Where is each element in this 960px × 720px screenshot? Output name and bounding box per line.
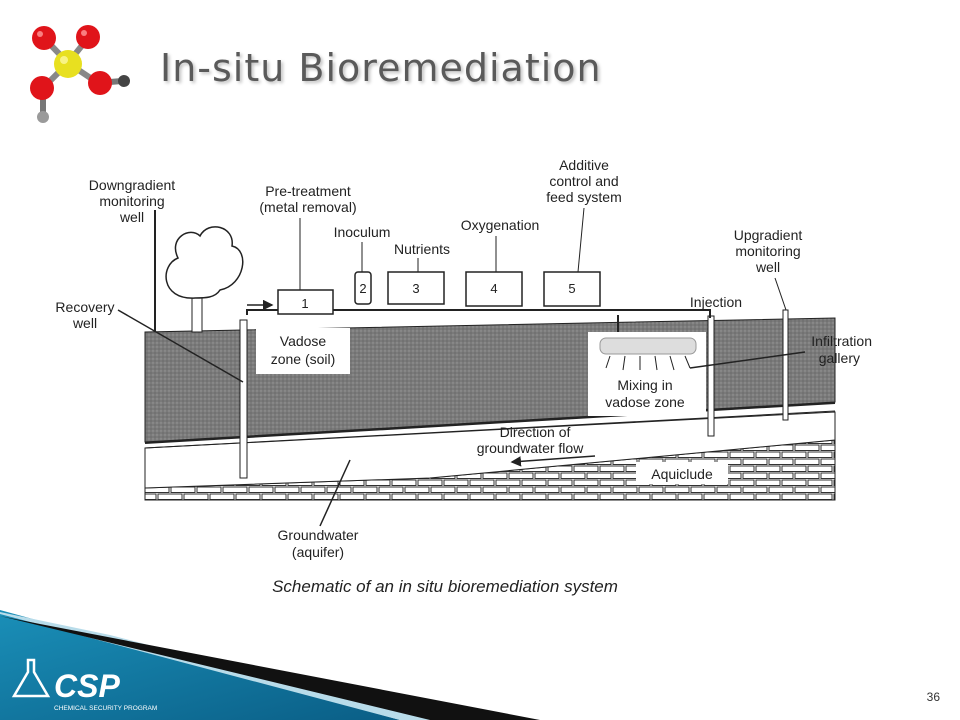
molecule-logo-icon	[30, 25, 130, 123]
additive-label-3: feed system	[546, 189, 621, 205]
pretreatment-label-1: Pre-treatment	[265, 183, 351, 199]
injection-label: Injection	[690, 294, 742, 310]
upgradient-label-2: monitoring	[735, 243, 800, 259]
infiltration-gallery	[588, 332, 706, 416]
mixing-label-2: vadose zone	[605, 394, 685, 410]
upgradient-label-3: well	[755, 259, 780, 275]
flow-label-2: groundwater flow	[477, 440, 585, 456]
diagram-caption: Schematic of an in situ bioremediation s…	[272, 577, 618, 596]
groundwater-label-2: (aquifer)	[292, 544, 344, 560]
recovery-label-1: Recovery	[55, 299, 114, 315]
upgradient-well-pipe	[782, 309, 789, 421]
injection-pipe	[707, 315, 715, 437]
downgradient-label-3: well	[119, 209, 144, 225]
box-inoculum: 2	[354, 271, 372, 305]
box-nutrients: 3	[387, 271, 445, 305]
svg-text:CHEMICAL SECURITY PROGRAM: CHEMICAL SECURITY PROGRAM	[54, 705, 157, 712]
svg-text:3: 3	[412, 281, 419, 296]
flow-label-1: Direction of	[500, 424, 571, 440]
infiltration-label-2: gallery	[819, 350, 860, 366]
oxygenation-label: Oxygenation	[461, 217, 540, 233]
mixing-label-1: Mixing in	[617, 377, 672, 393]
vadose-zone-label-2: zone (soil)	[271, 351, 336, 367]
aquifer-layer	[144, 411, 836, 489]
recovery-label-2: well	[72, 315, 97, 331]
bioremediation-schematic: 1 2 3 4 5 Vadose zone (soil) Mixing in v…	[55, 157, 872, 596]
svg-text:1: 1	[301, 296, 308, 311]
inoculum-label: Inoculum	[334, 224, 391, 240]
svg-text:CSP: CSP	[54, 668, 120, 704]
downgradient-label-2: monitoring	[99, 193, 164, 209]
page-number: 36	[926, 690, 940, 704]
svg-text:5: 5	[568, 281, 575, 296]
footer-band: CSP CHEMICAL SECURITY PROGRAM	[0, 610, 540, 720]
pretreatment-label-2: (metal removal)	[259, 199, 356, 215]
slide-title: In-situ Bioremediation	[160, 46, 602, 90]
csp-logo-icon: CSP CHEMICAL SECURITY PROGRAM	[11, 658, 157, 712]
additive-label-2: control and	[549, 173, 618, 189]
box-oxygenation: 4	[465, 271, 523, 307]
upgradient-label-1: Upgradient	[734, 227, 803, 243]
box-additive-feed: 5	[543, 271, 601, 307]
recovery-well-pipe	[239, 319, 248, 479]
groundwater-label-1: Groundwater	[278, 527, 359, 543]
svg-text:2: 2	[359, 281, 366, 296]
downgradient-label-1: Downgradient	[89, 177, 175, 193]
tree-icon	[165, 226, 244, 333]
vadose-zone-label-1: Vadose	[280, 333, 327, 349]
nutrients-label: Nutrients	[394, 241, 450, 257]
box-pretreatment: 1	[277, 289, 334, 315]
svg-text:4: 4	[490, 281, 497, 296]
infiltration-label-1: Infiltration	[811, 333, 872, 349]
additive-label-1: Additive	[559, 157, 609, 173]
aquiclude-label: Aquiclude	[651, 466, 713, 482]
